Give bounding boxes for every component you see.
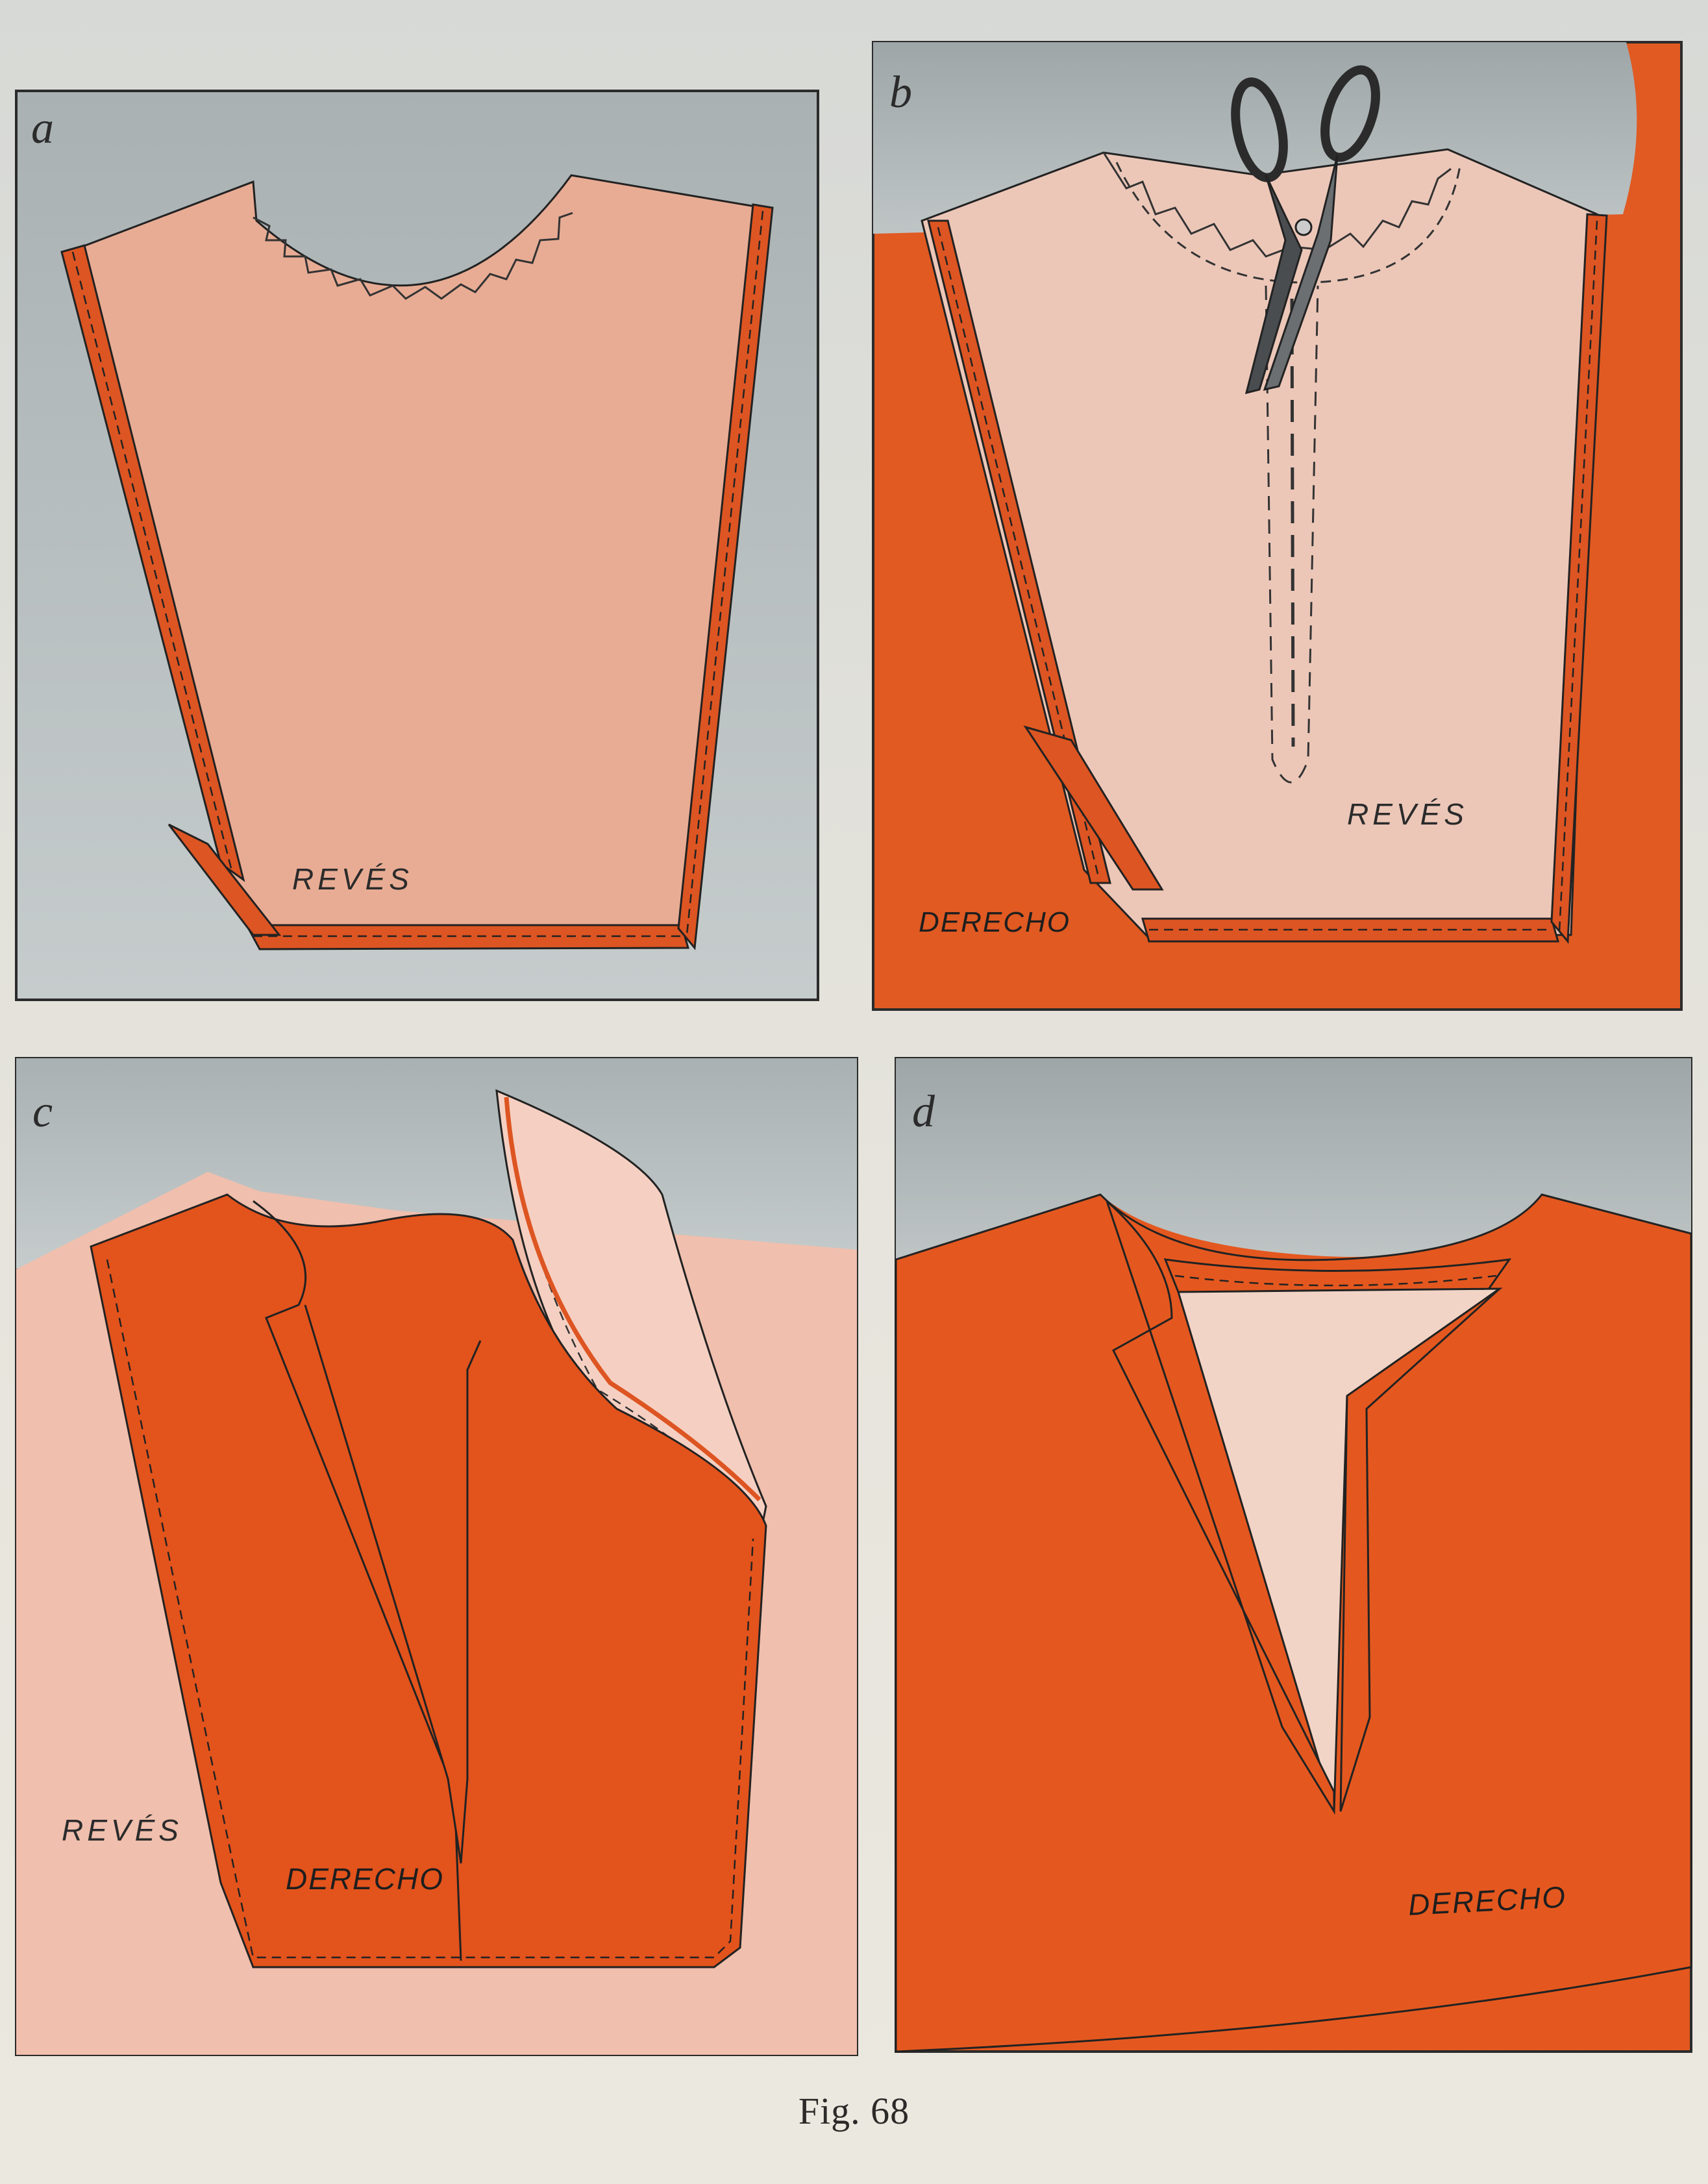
panel-c-letter: c <box>32 1087 53 1137</box>
seam-right-edge <box>677 203 774 950</box>
panel-b-letter: b <box>889 68 912 118</box>
figure-caption: Fig. 68 <box>798 2090 910 2132</box>
scissors-icon <box>1231 65 1380 395</box>
seam-hem <box>245 924 689 950</box>
panel-b: b REVÉS DERECHO <box>872 41 1683 1011</box>
panel-c-reves-label: REVÉS <box>62 1813 182 1847</box>
panel-c: c REVÉS DERECHO <box>15 1057 858 2056</box>
panel-b-derecho-label: DERECHO <box>919 906 1071 938</box>
panel-d-letter: d <box>912 1087 935 1137</box>
panel-a-side-label: REVÉS <box>292 862 413 896</box>
garment-body-reves <box>64 174 764 946</box>
panel-d-derecho-label: DERECHO <box>1407 1880 1567 1922</box>
clipped-neckline <box>253 212 573 300</box>
panel-c-derecho-label: DERECHO <box>286 1862 444 1896</box>
seam-left-lower <box>167 823 282 936</box>
panel-d: d DERECHO <box>895 1057 1692 2053</box>
neck-slit <box>253 1200 462 1961</box>
slit-guide <box>1265 285 1319 784</box>
panel-a-letter: a <box>31 103 54 153</box>
panel-b-reves-label: REVÉS <box>1347 797 1468 831</box>
panel-a: a REVÉS <box>15 90 819 1001</box>
